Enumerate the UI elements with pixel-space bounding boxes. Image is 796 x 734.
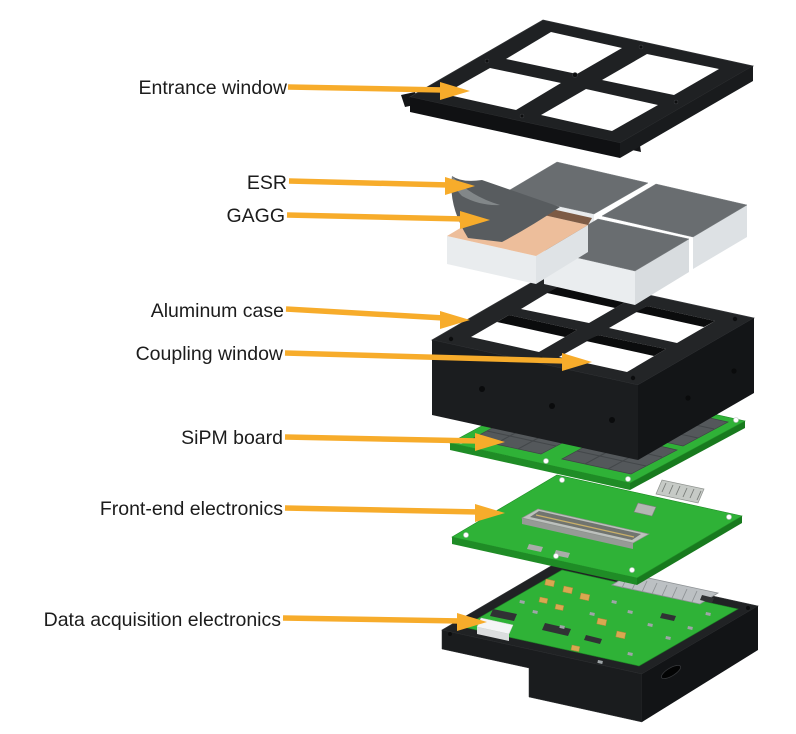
frontend-small-part-2 bbox=[554, 550, 570, 558]
frontend-edge-right bbox=[637, 516, 742, 585]
daq-connector-teeth bbox=[621, 576, 698, 603]
arrow-entrance-window bbox=[287, 82, 470, 100]
crystal-back-right-top bbox=[601, 183, 748, 238]
front-end-board-part bbox=[451, 474, 743, 585]
case-opening-inner-walls bbox=[497, 286, 715, 356]
daq-passives bbox=[519, 600, 711, 664]
entrance-window-part bbox=[401, 19, 755, 158]
daq-white-connector-side bbox=[477, 627, 509, 641]
entrance-frame-top bbox=[408, 19, 755, 144]
crystal-front-left-side2 bbox=[536, 225, 588, 284]
label-gagg: GAGG bbox=[226, 205, 285, 227]
label-coupling-window: Coupling window bbox=[135, 343, 283, 365]
arrow-aluminum-case bbox=[285, 306, 470, 329]
frontend-mount-holes bbox=[463, 477, 732, 573]
esr-foil-flap bbox=[451, 176, 560, 242]
case-side-screw-holes bbox=[479, 368, 737, 423]
frontend-small-connector bbox=[633, 502, 657, 517]
crystal-front-right-side2 bbox=[635, 239, 689, 305]
frontend-terminal-teeth bbox=[661, 482, 702, 501]
label-entrance-window: Entrance window bbox=[138, 77, 288, 99]
usb-port bbox=[660, 664, 682, 680]
entrance-screw-holes bbox=[484, 44, 679, 119]
label-aluminum-case: Aluminum case bbox=[150, 300, 284, 322]
arrow-coupling-window bbox=[284, 350, 592, 371]
entrance-front-right-face bbox=[620, 66, 753, 158]
callout-arrows bbox=[282, 82, 592, 631]
label-data-acquisition-electronics: Data acquisition electronics bbox=[43, 609, 281, 631]
entrance-window-openings bbox=[444, 32, 719, 131]
arrow-data-acquisition-electronics bbox=[282, 613, 487, 631]
frontend-terminal-block bbox=[655, 479, 705, 504]
case-front-right-face bbox=[638, 318, 754, 460]
arrow-esr bbox=[288, 177, 475, 195]
crystal-assembly-part bbox=[447, 161, 748, 305]
arrow-front-end-electronics bbox=[284, 504, 505, 522]
daq-ic-chips bbox=[490, 595, 714, 644]
label-sipm-board: SiPM board bbox=[181, 427, 283, 449]
entrance-front-left-face bbox=[410, 97, 620, 158]
sipm-edge-left bbox=[450, 443, 630, 490]
daq-assembly-part bbox=[441, 561, 759, 723]
case-front-left-face bbox=[432, 340, 638, 460]
label-front-end-electronics: Front-end electronics bbox=[99, 498, 283, 520]
label-esr: ESR bbox=[246, 172, 287, 194]
frontend-main-connector-side bbox=[522, 518, 633, 549]
frontend-edge-left bbox=[452, 537, 637, 585]
esr-foil-highlight bbox=[452, 176, 500, 206]
arrow-gagg bbox=[286, 211, 490, 229]
daq-case-front-right-face bbox=[642, 606, 758, 722]
crystal-front-left-side bbox=[447, 236, 536, 284]
arrow-sipm-board bbox=[284, 433, 505, 451]
frontend-small-part-1 bbox=[527, 544, 543, 552]
daq-capacitors bbox=[538, 578, 627, 652]
crystal-back-right-side bbox=[693, 205, 747, 269]
sipm-edge-right bbox=[630, 421, 745, 490]
frontend-connector-contacts bbox=[535, 514, 635, 538]
